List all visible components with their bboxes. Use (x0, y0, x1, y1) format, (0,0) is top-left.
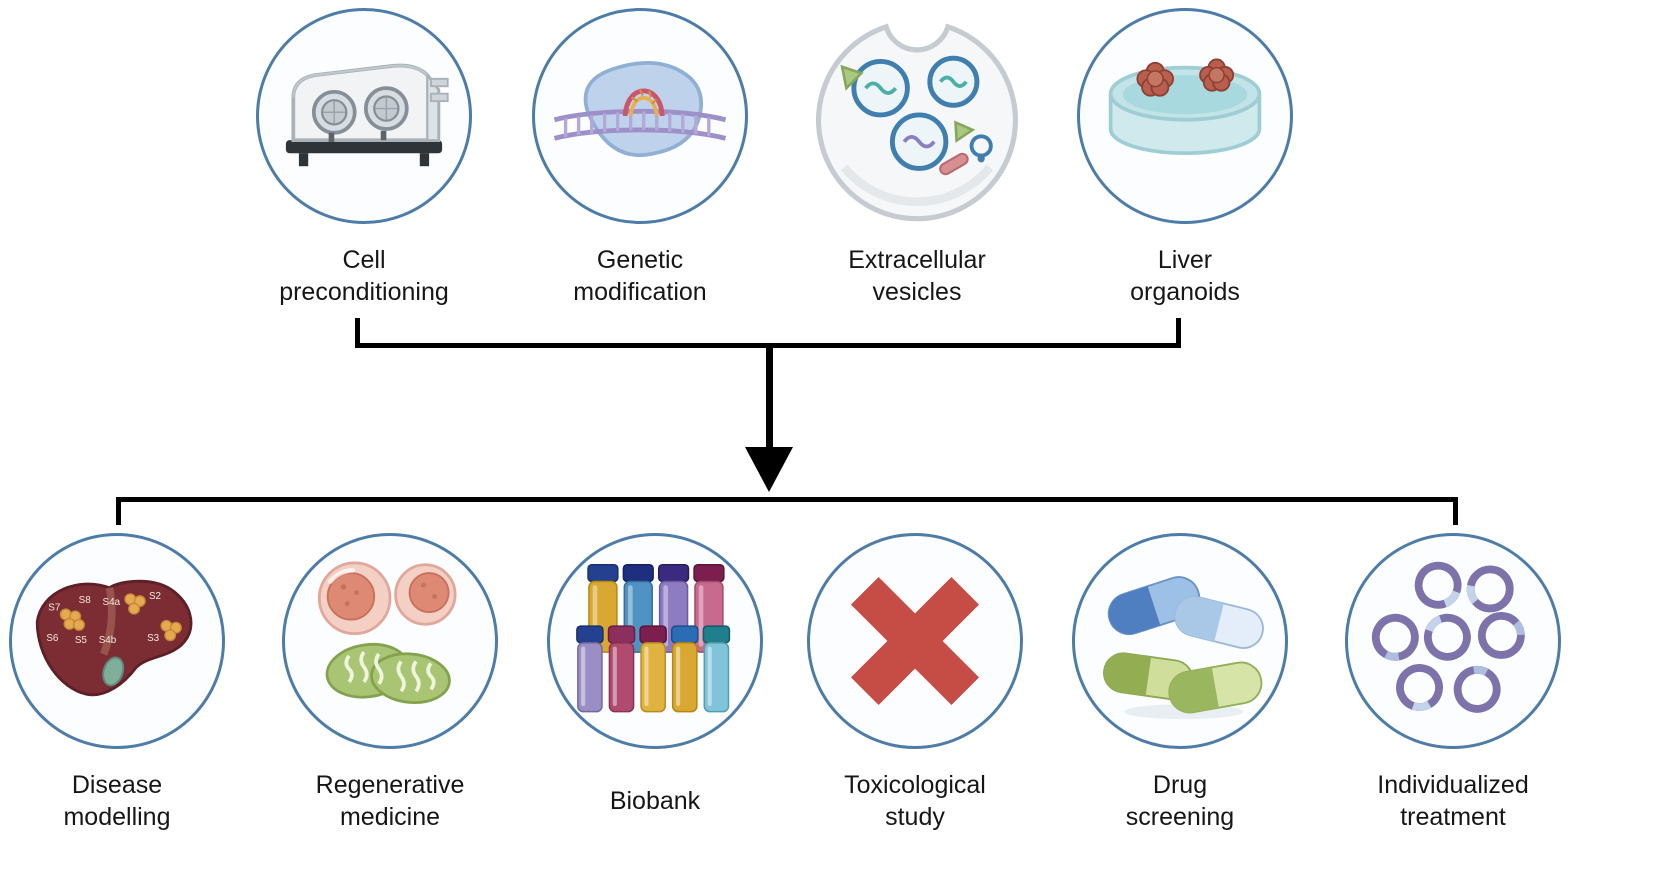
figure-item-cell-preconditioning: Cell preconditioning (234, 8, 494, 308)
figure-item-toxicological-study: Toxicological study (785, 533, 1045, 833)
figure-item-extracellular-vesicles: Extracellular vesicles (787, 8, 1047, 308)
down-arrow-stem (766, 348, 773, 450)
segment-label: S8 (79, 595, 92, 606)
segment-label: S6 (46, 633, 59, 644)
hypoxia-chamber-icon (285, 63, 449, 167)
circle-liver-organoids (1077, 8, 1293, 224)
top-bracket-connector (355, 318, 1181, 348)
capsule-lightblue (1174, 595, 1264, 649)
segment-label: S3 (147, 633, 160, 644)
figure-item-liver-organoids: Liver organoids (1055, 8, 1315, 308)
circle-individualized-treatment (1345, 533, 1561, 749)
figure-item-regenerative-medicine: Regenerative medicine (260, 533, 520, 833)
plasmid-ring (1453, 665, 1501, 713)
figure-item-individualized-treatment: Individualized treatment (1323, 533, 1583, 833)
circle-disease-modelling: S7 S8 S4a S2 S6 S5 S4b S3 (9, 533, 225, 749)
tumor-cluster-2 (124, 593, 146, 615)
red-cross-icon (850, 576, 980, 706)
plasmid-ring (1414, 561, 1462, 609)
vial (576, 625, 604, 713)
plasmid-ring (1466, 565, 1514, 613)
figure-item-disease-modelling: S7 S8 S4a S2 S6 S5 S4b S3 Disease modell… (0, 533, 247, 833)
cell-vesicles-icon (815, 23, 1019, 222)
down-arrow-head (745, 447, 793, 492)
circle-genetic-modification (532, 8, 748, 224)
liver-segment-labels: S7 S8 S4a S2 S6 S5 S4b S3 (46, 591, 161, 646)
tumor-cluster-1 (59, 608, 85, 631)
label-drug-screening: Drug screening (1125, 771, 1235, 831)
vial (670, 625, 699, 713)
circle-cell-preconditioning (256, 8, 472, 224)
plasmid-ring (1396, 664, 1443, 711)
circle-toxicological-study (807, 533, 1023, 749)
capsule-green (1168, 661, 1263, 714)
petri-dish-organoids-icon (1108, 58, 1262, 156)
figure-item-genetic-modification: Genetic modification (510, 8, 770, 308)
label-toxicological-study: Toxicological study (844, 771, 986, 831)
cell-shape-extracellular-vesicles (809, 8, 1025, 224)
plasmid-ring (1423, 613, 1471, 661)
label-cell-preconditioning: Cell preconditioning (279, 246, 449, 306)
segment-label: S2 (149, 591, 161, 602)
tumor-cluster-3 (160, 619, 182, 642)
label-liver-organoids: Liver organoids (1130, 246, 1240, 306)
circle-drug-screening (1072, 533, 1288, 749)
circle-biobank (547, 533, 763, 749)
figure-item-biobank: Biobank (525, 533, 785, 833)
label-disease-modelling: Disease modelling (63, 771, 171, 831)
label-regenerative-medicine: Regenerative medicine (315, 771, 465, 831)
organoid-cluster-left (1136, 61, 1175, 97)
vial (639, 625, 667, 713)
label-genetic-modification: Genetic modification (573, 246, 707, 306)
capsules-icon (1103, 576, 1264, 720)
label-biobank: Biobank (609, 787, 701, 815)
cells-mitochondria-icon (317, 561, 457, 704)
capsule-blue (1107, 576, 1201, 636)
plasmid-ring (1371, 613, 1419, 661)
plasmids-icon (1371, 561, 1525, 713)
label-extracellular-vesicles: Extracellular vesicles (848, 246, 986, 306)
sample-vials-icon (576, 563, 731, 713)
plasmid-ring (1477, 611, 1525, 659)
label-individualized-treatment: Individualized treatment (1377, 771, 1529, 831)
segment-label: S7 (48, 603, 60, 614)
segment-label: S4b (99, 635, 117, 646)
vial (607, 625, 636, 713)
dna-modification-icon (553, 61, 727, 157)
bottom-bracket-connector (116, 497, 1458, 525)
liver-icon: S7 S8 S4a S2 S6 S5 S4b S3 (35, 579, 193, 697)
segment-label: S4a (103, 597, 121, 608)
circle-regenerative-medicine (282, 533, 498, 749)
figure-item-drug-screening: Drug screening (1050, 533, 1310, 833)
organoid-cluster-right (1199, 58, 1235, 92)
segment-label: S5 (75, 635, 88, 646)
vial (702, 625, 731, 713)
